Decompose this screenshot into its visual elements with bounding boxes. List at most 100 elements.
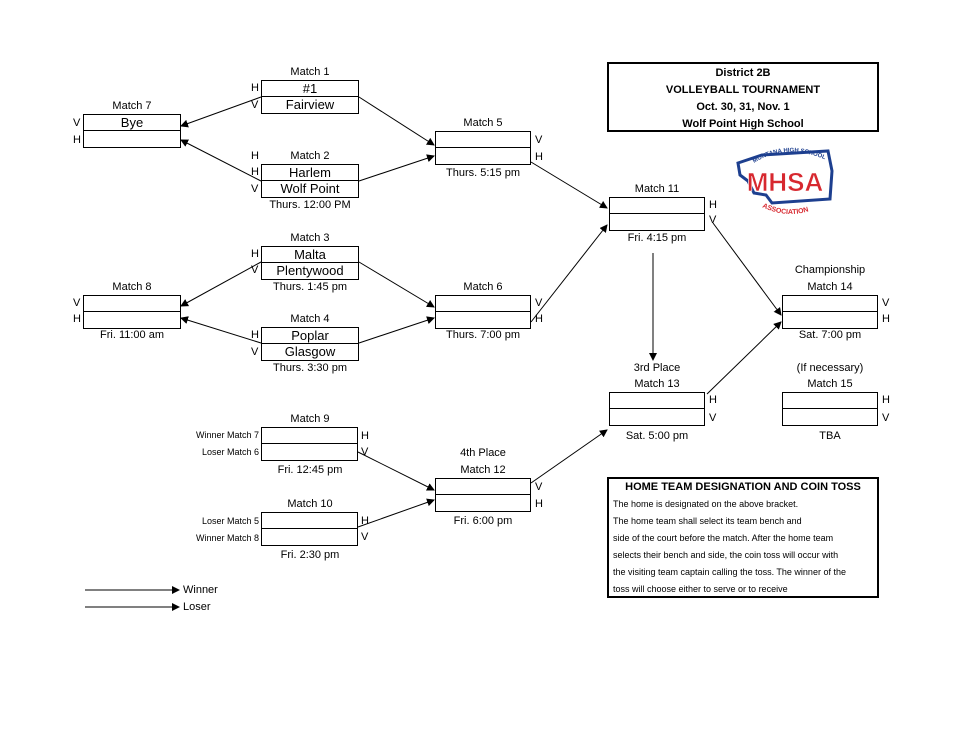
m6-h-label: H: [535, 313, 543, 325]
match-1-title: Match 1: [290, 66, 330, 78]
match-4-box: Poplar Glasgow: [261, 327, 359, 361]
m2-h-label: H: [251, 166, 259, 178]
match-9-visitor-team: [262, 444, 357, 460]
arrow-m3-to-m8: [180, 261, 262, 307]
note-line: the visiting team captain calling the to…: [613, 567, 846, 577]
montana-map-icon: MONTANA HIGH SCHOOL ASSOCIATION MHSA: [736, 148, 834, 216]
tournament-venue: Wolf Point High School: [682, 118, 804, 130]
match-15-box: [782, 392, 878, 426]
match-7-title: Match 7: [112, 100, 152, 112]
match-12-subtitle: 4th Place: [460, 447, 506, 459]
match-15-time: TBA: [819, 430, 841, 442]
arrow-m1-to-m5: [358, 96, 435, 146]
match-1-box: #1 Fairview: [261, 80, 359, 114]
match-13-subtitle: 3rd Place: [633, 362, 681, 374]
m6-v-label: V: [535, 297, 543, 309]
mhsa-logo: MONTANA HIGH SCHOOL ASSOCIATION MHSA: [732, 141, 838, 223]
match-4-home-team: Poplar: [262, 328, 358, 344]
m10-v-label: V: [361, 531, 369, 543]
match-15-visitor-team: [783, 409, 877, 425]
match-6-time: Thurs. 7:00 pm: [446, 329, 520, 341]
tournament-info-box: District 2B VOLLEYBALL TOURNAMENT Oct. 3…: [607, 62, 879, 132]
match-3-home-team: Malta: [262, 247, 358, 263]
match-5-box: [435, 131, 531, 165]
match-3-title: Match 3: [290, 232, 330, 244]
match-2-title: Match 2: [290, 150, 330, 162]
match-1-visitor-team: Fairview: [285, 97, 335, 112]
m14-v-label: V: [882, 297, 890, 309]
arrow-m10-to-m12: [357, 498, 435, 528]
match-14-home-team: [783, 312, 877, 328]
m13-h-label: H: [709, 394, 717, 406]
match-13-box: [609, 392, 705, 426]
arrow-m4-to-m6: [358, 316, 435, 344]
match-10-source-top: Loser Match 5: [201, 516, 259, 526]
arrow-m11-to-m14: [712, 222, 782, 316]
arrow-m9-to-m12: [357, 451, 435, 491]
m1-v-label: V: [251, 99, 259, 111]
arrow-m2-to-m7: [180, 139, 262, 182]
m5-v-label: V: [535, 134, 543, 146]
m4-v-label: V: [251, 346, 259, 358]
match-3-visitor-team: Plentywood: [276, 263, 344, 278]
arrow-m5-to-m11: [530, 161, 608, 209]
note-line: toss will choose either to serve or to r…: [613, 584, 788, 594]
coin-toss-note-box: HOME TEAM DESIGNATION AND COIN TOSS The …: [607, 477, 879, 598]
match-15-subtitle: (If necessary): [796, 362, 864, 374]
match-6-visitor-team: [436, 296, 530, 312]
match-5-home-team: [436, 148, 530, 164]
logo-text: MHSA: [747, 167, 824, 197]
tournament-title: VOLLEYBALL TOURNAMENT: [665, 84, 821, 96]
m11-h-label: H: [709, 199, 717, 211]
match-12-home-team: [436, 495, 530, 511]
legend-loser-label: Loser: [183, 601, 211, 613]
match-4-time: Thurs. 3:30 pm: [273, 362, 347, 374]
arrow-m1-to-m7: [180, 96, 262, 128]
m15-h-label: H: [882, 394, 890, 406]
match-5-visitor-team: [436, 132, 530, 148]
match-7-visitor-team: Bye: [84, 115, 180, 131]
m12-h-label: H: [535, 498, 543, 510]
m8-h-label: H: [73, 313, 81, 325]
match-11-title: Match 11: [634, 183, 680, 195]
match-9-box: [261, 427, 358, 461]
match-13-time: Sat. 5:00 pm: [625, 430, 689, 442]
m7-h-label: H: [73, 134, 81, 146]
tournament-dates: Oct. 30, 31, Nov. 1: [696, 101, 790, 113]
arrow-m3-to-m6: [358, 261, 435, 308]
match-3-box: Malta Plentywood: [261, 246, 359, 280]
m15-v-label: V: [882, 412, 890, 424]
match-11-visitor-team: [610, 214, 704, 230]
match-7-box: Bye: [83, 114, 181, 148]
note-title: HOME TEAM DESIGNATION AND COIN TOSS: [625, 481, 861, 493]
match-14-title: Match 14: [807, 281, 853, 293]
m8-v-label: V: [73, 297, 81, 309]
m9-v-label: V: [361, 446, 369, 458]
arrow-m4-to-m8: [180, 316, 262, 344]
match-10-home-team: [262, 513, 357, 529]
match-11-box: [609, 197, 705, 231]
match-4-visitor-team: Glasgow: [284, 344, 336, 359]
note-line: selects their bench and side, the coin t…: [613, 550, 839, 560]
match-14-subtitle: Championship: [794, 264, 866, 276]
match-13-visitor-team: [610, 409, 704, 425]
match-9-title: Match 9: [290, 413, 330, 425]
match-6-box: [435, 295, 531, 329]
match-9-home-team: [262, 428, 357, 444]
match-10-title: Match 10: [287, 498, 333, 510]
match-12-time: Fri. 6:00 pm: [453, 515, 513, 527]
match-8-home-team: [84, 312, 180, 328]
match-1-home-team: #1: [262, 81, 358, 97]
match-6-title: Match 6: [463, 281, 503, 293]
match-14-time: Sat. 7:00 pm: [798, 329, 862, 341]
match-5-title: Match 5: [463, 117, 503, 129]
match-9-source-top: Winner Match 7: [195, 430, 259, 440]
match-12-box: [435, 478, 531, 512]
note-line: The home is designated on the above brac…: [613, 499, 799, 509]
match-10-visitor-team: [262, 529, 357, 545]
match-10-box: [261, 512, 358, 546]
match-8-box: [83, 295, 181, 329]
match-4-title: Match 4: [290, 313, 330, 325]
match-15-title: Match 15: [807, 378, 853, 390]
